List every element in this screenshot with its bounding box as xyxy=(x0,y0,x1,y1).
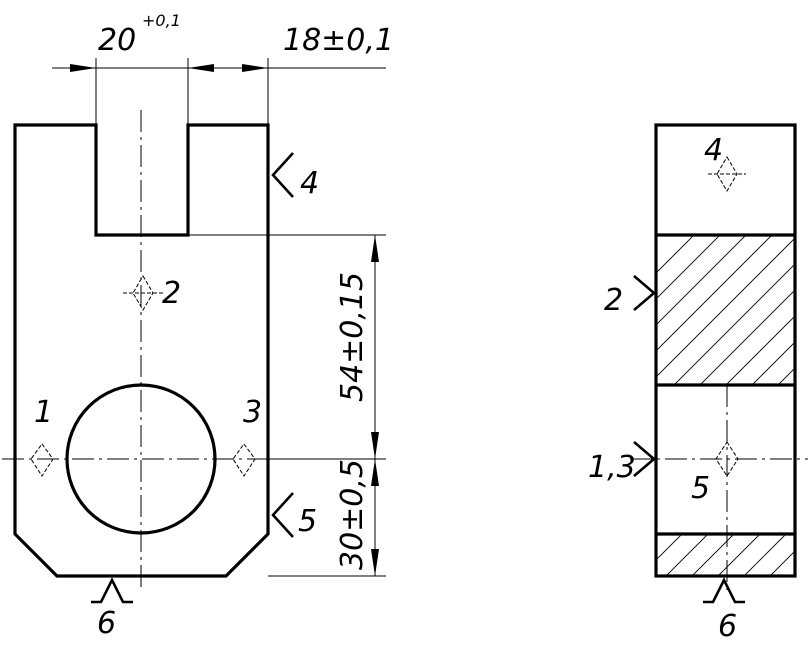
side-view-outline xyxy=(654,123,797,578)
label-1-front: 1 xyxy=(34,395,53,430)
locating-mark-4-front xyxy=(271,152,294,198)
side-view: 4 5 2 1,3 6 xyxy=(588,123,808,644)
dim-vertical-upper-text: 54±0,15 xyxy=(335,272,370,402)
label-2-front: 2 xyxy=(162,276,181,311)
dim-slot-width-tolerance: +0,1 xyxy=(142,11,181,30)
label-3-front: 3 xyxy=(243,395,262,430)
label-1-3-side: 1,3 xyxy=(588,450,636,485)
label-4-front: 4 xyxy=(300,166,319,201)
hatching-upper xyxy=(656,236,795,385)
dim-vertical-lower-text: 30±0,5 xyxy=(335,459,370,570)
label-5-front: 5 xyxy=(298,504,317,539)
locating-mark-13-side xyxy=(633,441,657,477)
locating-mark-6-front xyxy=(91,577,133,604)
label-4-side: 4 xyxy=(704,133,723,168)
hatching-lower xyxy=(656,534,795,575)
locating-mark-2-side xyxy=(633,275,657,311)
dimension-vertical: 54±0,15 30±0,5 xyxy=(188,234,386,577)
label-5-side: 5 xyxy=(691,471,710,506)
front-view: 20 +0,1 18±0,1 54±0,15 30±0,5 4 5 6 xyxy=(2,11,394,641)
point-symbol-1 xyxy=(30,443,54,477)
point-symbol-2 xyxy=(123,275,163,311)
point-symbol-5-side xyxy=(715,441,739,477)
locating-mark-5-front xyxy=(271,492,294,538)
label-6-side: 6 xyxy=(718,609,737,644)
point-symbol-4-side xyxy=(708,156,746,192)
label-6-front: 6 xyxy=(97,606,116,641)
dim-slot-width-text: 20 xyxy=(98,23,136,58)
dim-side-text: 18±0,1 xyxy=(283,23,394,58)
dimension-slot-width: 20 +0,1 18±0,1 xyxy=(52,11,394,125)
label-2-side: 2 xyxy=(604,283,623,318)
locating-mark-6-side xyxy=(703,577,745,604)
point-symbol-3 xyxy=(232,443,256,477)
